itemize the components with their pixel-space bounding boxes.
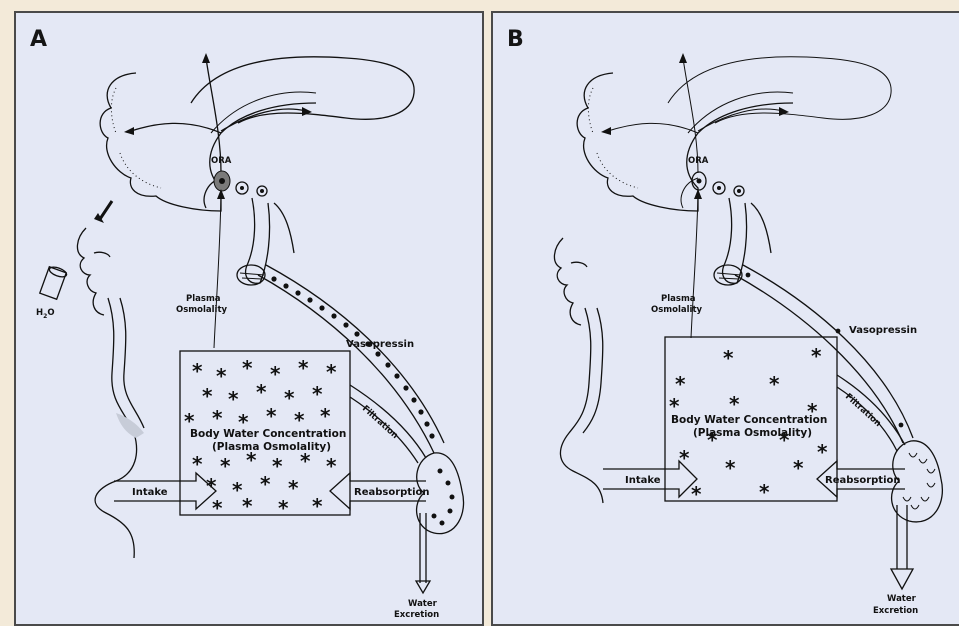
svg-text:*: * <box>312 494 323 518</box>
brain-stipple-edge <box>111 88 161 188</box>
label-vasopressin: Vasopressin <box>346 339 414 350</box>
svg-text:*: * <box>212 496 223 520</box>
panel-b: B ORA Vasopressin <box>491 11 959 626</box>
label-excretion: Excretion <box>873 606 918 616</box>
label-intake: Intake <box>625 475 661 486</box>
svg-text:*: * <box>246 448 257 472</box>
svg-text:*: * <box>242 356 253 380</box>
brainstem <box>246 198 270 283</box>
diagram-b: ORA Vasopressin Plasma Osmolality Body W… <box>493 13 959 624</box>
osmolality-arrow <box>691 193 698 338</box>
kidney-tubules <box>903 453 935 509</box>
svg-text:*: * <box>202 384 213 408</box>
svg-text:*: * <box>326 454 337 478</box>
label-excretion: Excretion <box>394 610 439 620</box>
face-profile <box>554 238 581 325</box>
label-plasma: Plasma <box>186 294 221 304</box>
svg-text:*: * <box>294 408 305 432</box>
label-plasma-osm: (Plasma Osmolality) <box>212 441 331 453</box>
svg-text:*: * <box>793 456 804 480</box>
diagram-a: ORA Vasopressin H2O <box>16 13 482 624</box>
svg-text:*: * <box>278 496 289 520</box>
panel-a: A ORA <box>14 11 484 626</box>
label-body-water: Body Water Concentration <box>671 414 827 426</box>
svg-text:*: * <box>272 454 283 478</box>
svg-text:*: * <box>270 362 281 386</box>
svg-text:*: * <box>707 428 718 452</box>
svg-text:*: * <box>192 452 203 476</box>
label-osmolality: Osmolality <box>176 305 228 315</box>
label-water: Water <box>887 594 917 604</box>
cup-icon <box>40 265 68 299</box>
svg-text:*: * <box>669 394 680 418</box>
svg-text:*: * <box>238 410 249 434</box>
esophagus <box>560 308 603 503</box>
svg-text:*: * <box>300 449 311 473</box>
svg-text:*: * <box>288 476 299 500</box>
svg-text:*: * <box>184 409 195 433</box>
vasopressin-tract <box>258 275 434 453</box>
label-reabsorption: Reabsorption <box>354 487 430 498</box>
label-vasopressin: Vasopressin <box>849 325 917 336</box>
label-filtration: Filtration <box>360 404 400 441</box>
svg-text:*: * <box>256 380 267 404</box>
svg-text:*: * <box>284 386 295 410</box>
brainstem <box>723 198 747 283</box>
filtration-arrow <box>350 385 426 458</box>
svg-text:*: * <box>220 454 231 478</box>
svg-text:*: * <box>759 480 770 504</box>
svg-text:*: * <box>817 440 828 464</box>
face-profile <box>77 228 104 315</box>
label-water: Water <box>408 599 438 609</box>
svg-text:*: * <box>769 372 780 396</box>
label-ora: ORA <box>688 156 709 166</box>
label-intake: Intake <box>132 487 168 498</box>
label-osmolality: Osmolality <box>651 305 703 315</box>
svg-text:*: * <box>216 364 227 388</box>
svg-text:*: * <box>725 456 736 480</box>
svg-text:*: * <box>729 392 740 416</box>
label-h2o: H2O <box>36 308 55 320</box>
svg-text:*: * <box>779 428 790 452</box>
label-ora: ORA <box>211 156 232 166</box>
svg-text:*: * <box>675 372 686 396</box>
svg-text:*: * <box>242 494 253 518</box>
svg-text:*: * <box>212 406 223 430</box>
kidney-dots <box>432 469 455 526</box>
svg-text:*: * <box>228 387 239 411</box>
svg-text:*: * <box>192 359 203 383</box>
svg-text:*: * <box>807 399 818 423</box>
svg-text:*: * <box>266 404 277 428</box>
label-plasma: Plasma <box>661 294 696 304</box>
svg-text:*: * <box>320 404 331 428</box>
svg-text:*: * <box>811 344 822 368</box>
svg-text:*: * <box>326 360 337 384</box>
svg-text:*: * <box>260 472 271 496</box>
svg-text:*: * <box>691 482 702 506</box>
svg-text:*: * <box>312 382 323 406</box>
osmolality-arrow <box>214 193 221 348</box>
svg-text:*: * <box>723 346 734 370</box>
svg-text:*: * <box>298 356 309 380</box>
label-reabsorption: Reabsorption <box>825 475 901 486</box>
